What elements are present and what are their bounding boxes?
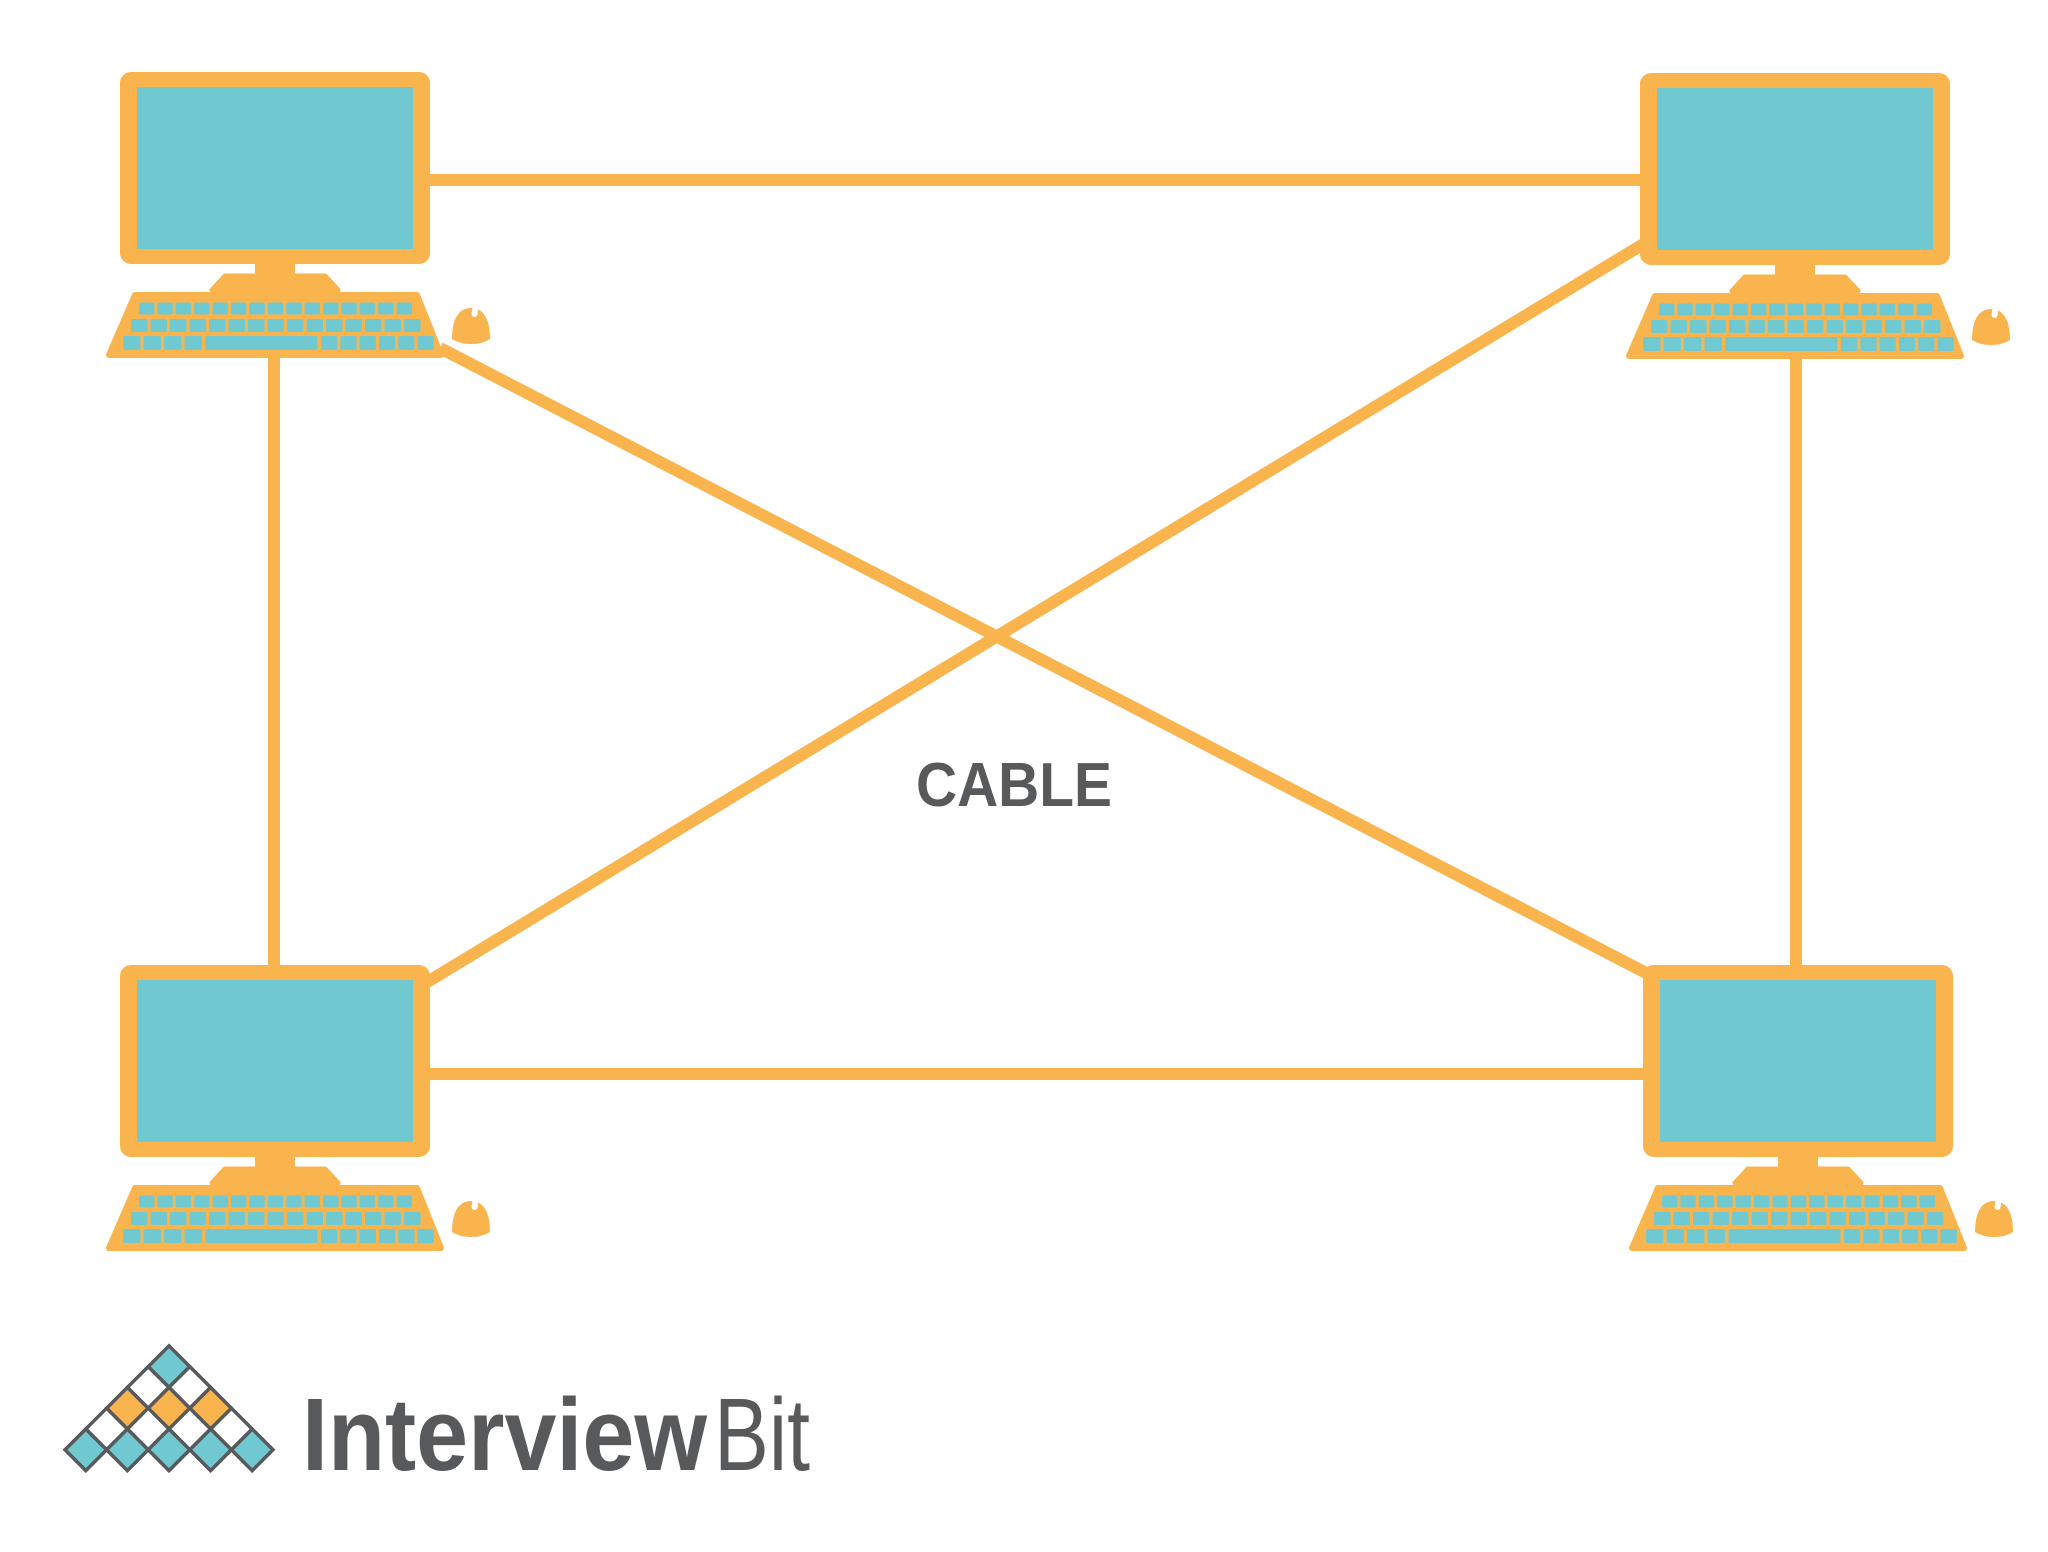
logo-text-secondary: Bit <box>714 1377 810 1492</box>
cable-diagonal-tr-bl <box>420 234 1654 990</box>
computer-node-bottom-right <box>1632 965 2013 1248</box>
computer-node-top-left <box>109 72 490 355</box>
cable-label: CABLE <box>916 751 1112 820</box>
logo-mark <box>62 1343 276 1474</box>
interviewbit-logo: Interview Bit <box>62 1343 810 1492</box>
cables <box>268 174 1802 1080</box>
computer-node-top-right <box>1629 73 2010 356</box>
computer-node-bottom-left <box>109 965 490 1248</box>
cable-diagonal-tl-br <box>437 342 1655 982</box>
logo-text-primary: Interview <box>302 1377 708 1492</box>
